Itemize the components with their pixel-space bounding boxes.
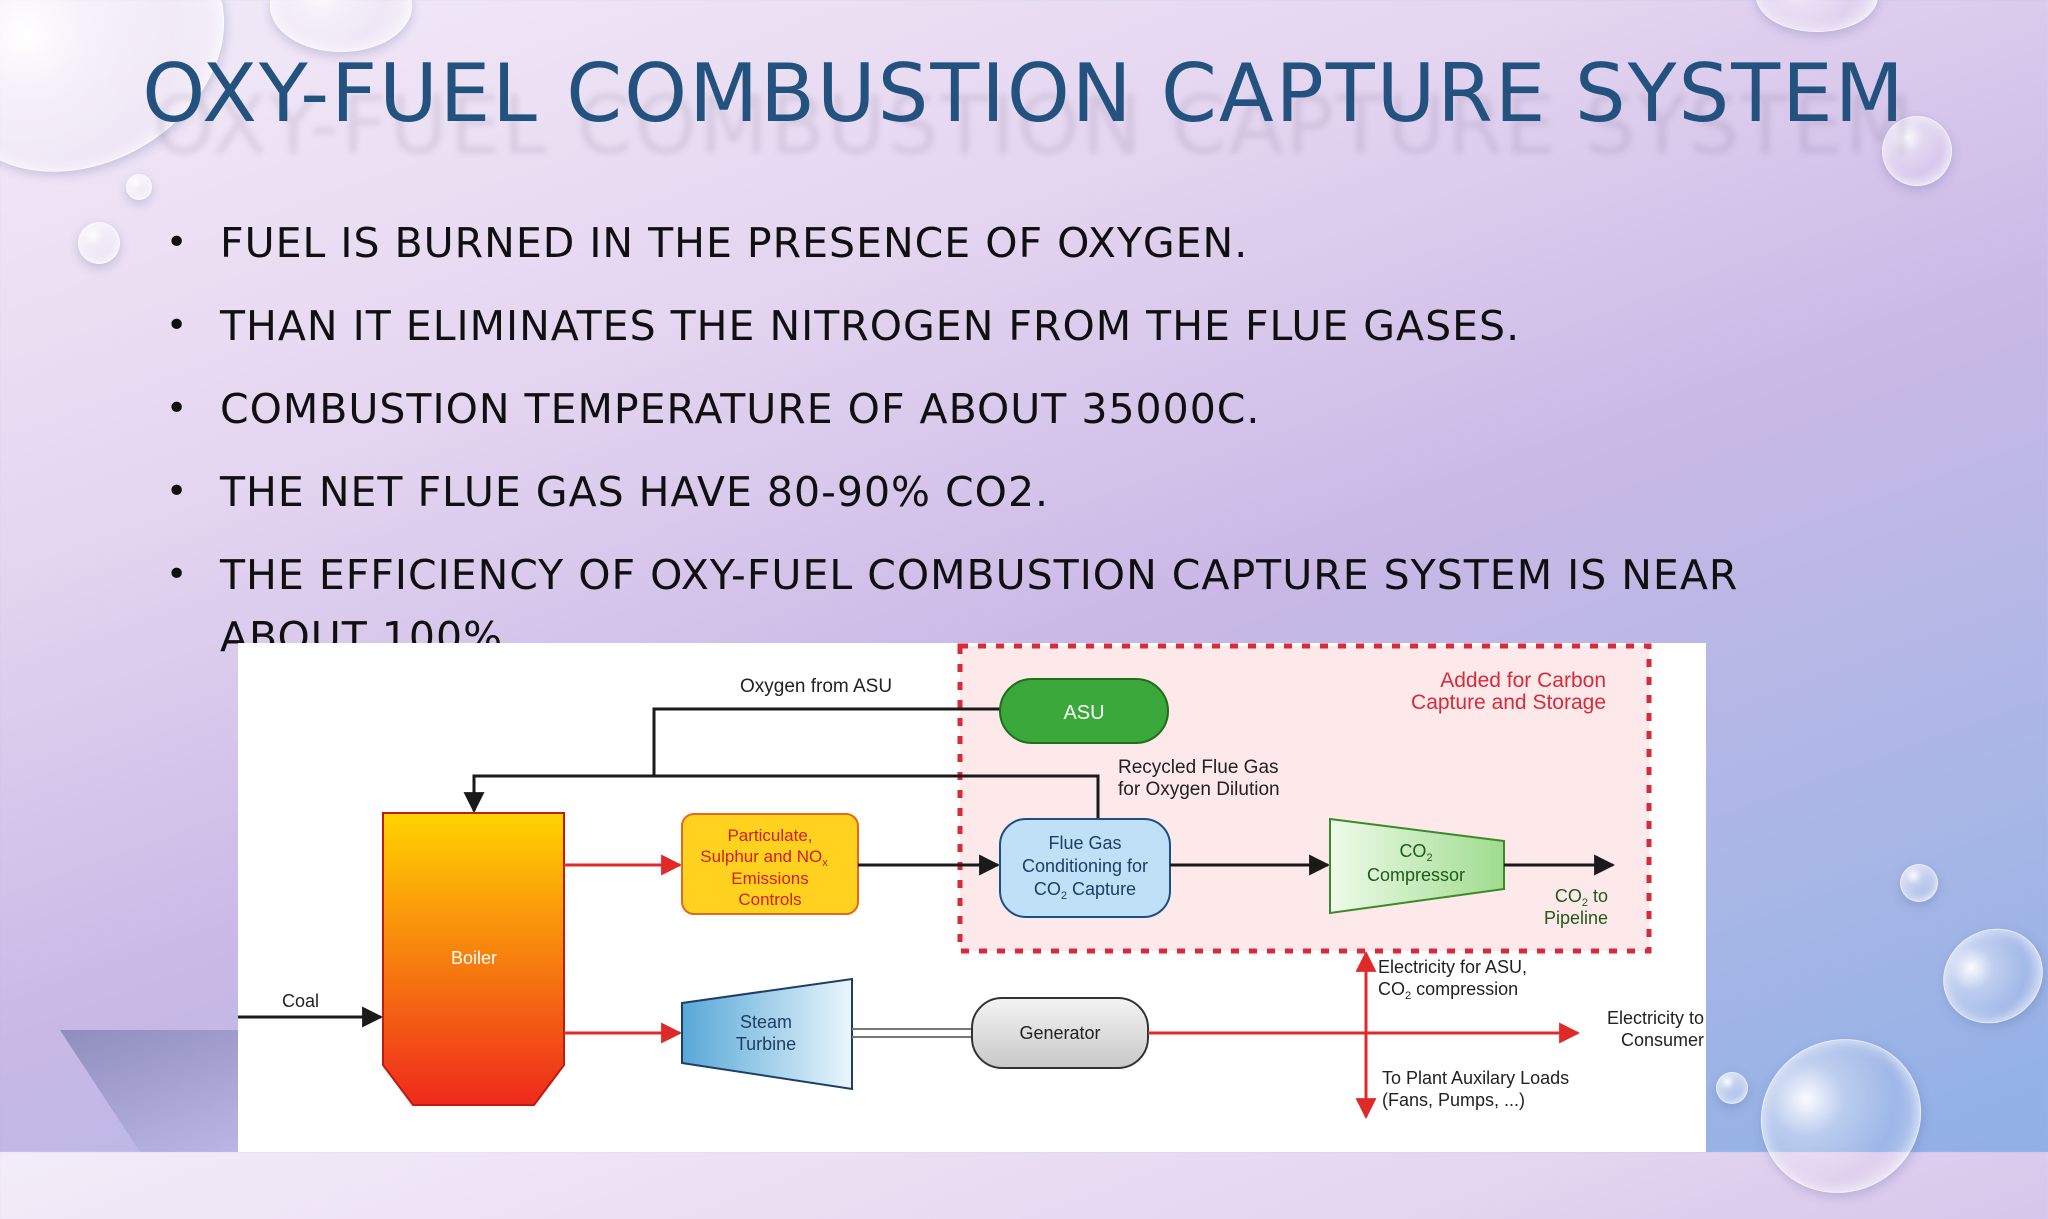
co2-compressor-node — [1329, 817, 1505, 915]
electricity-asu-label: CO2 compression — [1378, 979, 1518, 1002]
emissions-controls-label: Sulphur and NOx — [700, 847, 828, 869]
emissions-controls-label: Emissions — [731, 869, 808, 888]
electricity-consumer-label: Electricity to — [1607, 1008, 1704, 1028]
bubble-decoration — [270, 0, 412, 52]
steam-turbine-node — [681, 977, 853, 1091]
oxygen-from-asu-label: Oxygen from ASU — [740, 676, 892, 697]
slide-title: OXY-FUEL COMBUSTION CAPTURE SYSTEM — [142, 47, 1906, 140]
bubble-decoration — [1716, 1072, 1748, 1104]
bullet-text: FUEL IS BURNED IN THE PRESENCE OF OXYGEN… — [220, 219, 1249, 267]
bubble-decoration — [126, 174, 152, 200]
flue-gas-conditioning-label: Flue Gas — [1048, 833, 1121, 853]
bullet-dot-icon: • — [166, 554, 189, 595]
asu-label: ASU — [1063, 702, 1104, 724]
generator-label: Generator — [1019, 1023, 1100, 1043]
co2-compressor-label: Compressor — [1367, 865, 1465, 885]
bullet-text: COMBUSTION TEMPERATURE OF ABOUT 35000C. — [220, 385, 1261, 433]
flue-gas-conditioning-label: CO2 Capture — [1034, 879, 1136, 902]
diagram-svg: Added for Carbon Capture and Storage Oxy… — [238, 643, 1704, 1120]
bullet-dot-icon: • — [166, 471, 189, 512]
background-shadow — [60, 1030, 260, 1152]
recycled-flue-gas-line — [654, 774, 1100, 819]
bullet-item: • THE NET FLUE GAS HAVE 80-90% CO2. — [150, 461, 1870, 544]
bullet-item: • COMBUSTION TEMPERATURE OF ABOUT 35000C. — [150, 378, 1870, 461]
flue-gas-conditioning-node — [999, 818, 1171, 918]
bullet-dot-icon: • — [166, 222, 189, 263]
bullet-dot-icon: • — [166, 305, 189, 346]
bubble-decoration — [1756, 0, 1878, 32]
bullet-item: • THAN IT ELIMINATES THE NITROGEN FROM TH… — [150, 295, 1870, 378]
auxiliary-loads-label: To Plant Auxilary Loads — [1382, 1068, 1569, 1088]
bubble-decoration — [1925, 910, 2048, 1042]
bullet-dot-icon: • — [166, 388, 189, 429]
electricity-consumer-label: Consumer — [1621, 1030, 1704, 1050]
co2-pipeline-label: Pipeline — [1544, 908, 1608, 928]
co2-compressor-label: CO2 — [1399, 841, 1432, 864]
auxiliary-loads-label: (Fans, Pumps, ...) — [1382, 1090, 1525, 1110]
title-shadow: OXY-FUEL COMBUSTION CAPTURE SYSTEM — [152, 79, 1916, 172]
bullet-list: • FUEL IS BURNED IN THE PRESENCE OF OXYGE… — [150, 212, 1870, 661]
bubble-decoration — [1900, 864, 1938, 902]
flue-gas-conditioning-label: Conditioning for — [1022, 856, 1148, 876]
recycled-flue-gas-label: Recycled Flue Gas — [1118, 757, 1279, 778]
recycled-flue-gas-label: for Oxygen Dilution — [1118, 779, 1280, 800]
bullet-item: •THE EFFICIENCY OF OXY-FUEL COMBUSTION C… — [150, 544, 1870, 661]
emissions-controls-label: Particulate, — [727, 826, 812, 845]
co2-pipeline-label: CO2 to — [1555, 886, 1608, 909]
capture-zone-label: Capture and Storage — [1411, 691, 1606, 714]
bubble-decoration — [78, 222, 120, 264]
bubble-decoration — [1882, 116, 1952, 186]
steam-turbine-label: Steam — [740, 1012, 792, 1032]
emissions-controls-label: Controls — [738, 890, 801, 909]
oxy-fuel-process-diagram: Added for Carbon Capture and Storage Oxy… — [238, 643, 1706, 1152]
asu-node — [999, 678, 1169, 744]
bullet-text: THE NET FLUE GAS HAVE 80-90% CO2. — [220, 468, 1050, 516]
electricity-asu-label: Electricity for ASU, — [1378, 957, 1527, 977]
bullet-item: • FUEL IS BURNED IN THE PRESENCE OF OXYGE… — [150, 212, 1870, 295]
steam-turbine-label: Turbine — [736, 1034, 796, 1054]
capture-zone-label: Added for Carbon — [1440, 669, 1606, 692]
bubble-decoration — [1735, 1012, 1947, 1219]
bullet-text: THAN IT ELIMINATES THE NITROGEN FROM THE… — [220, 302, 1521, 350]
coal-label: Coal — [282, 991, 319, 1011]
boiler-node — [382, 812, 565, 1106]
boiler-label: Boiler — [451, 948, 497, 968]
oxygen-line — [463, 707, 1000, 814]
